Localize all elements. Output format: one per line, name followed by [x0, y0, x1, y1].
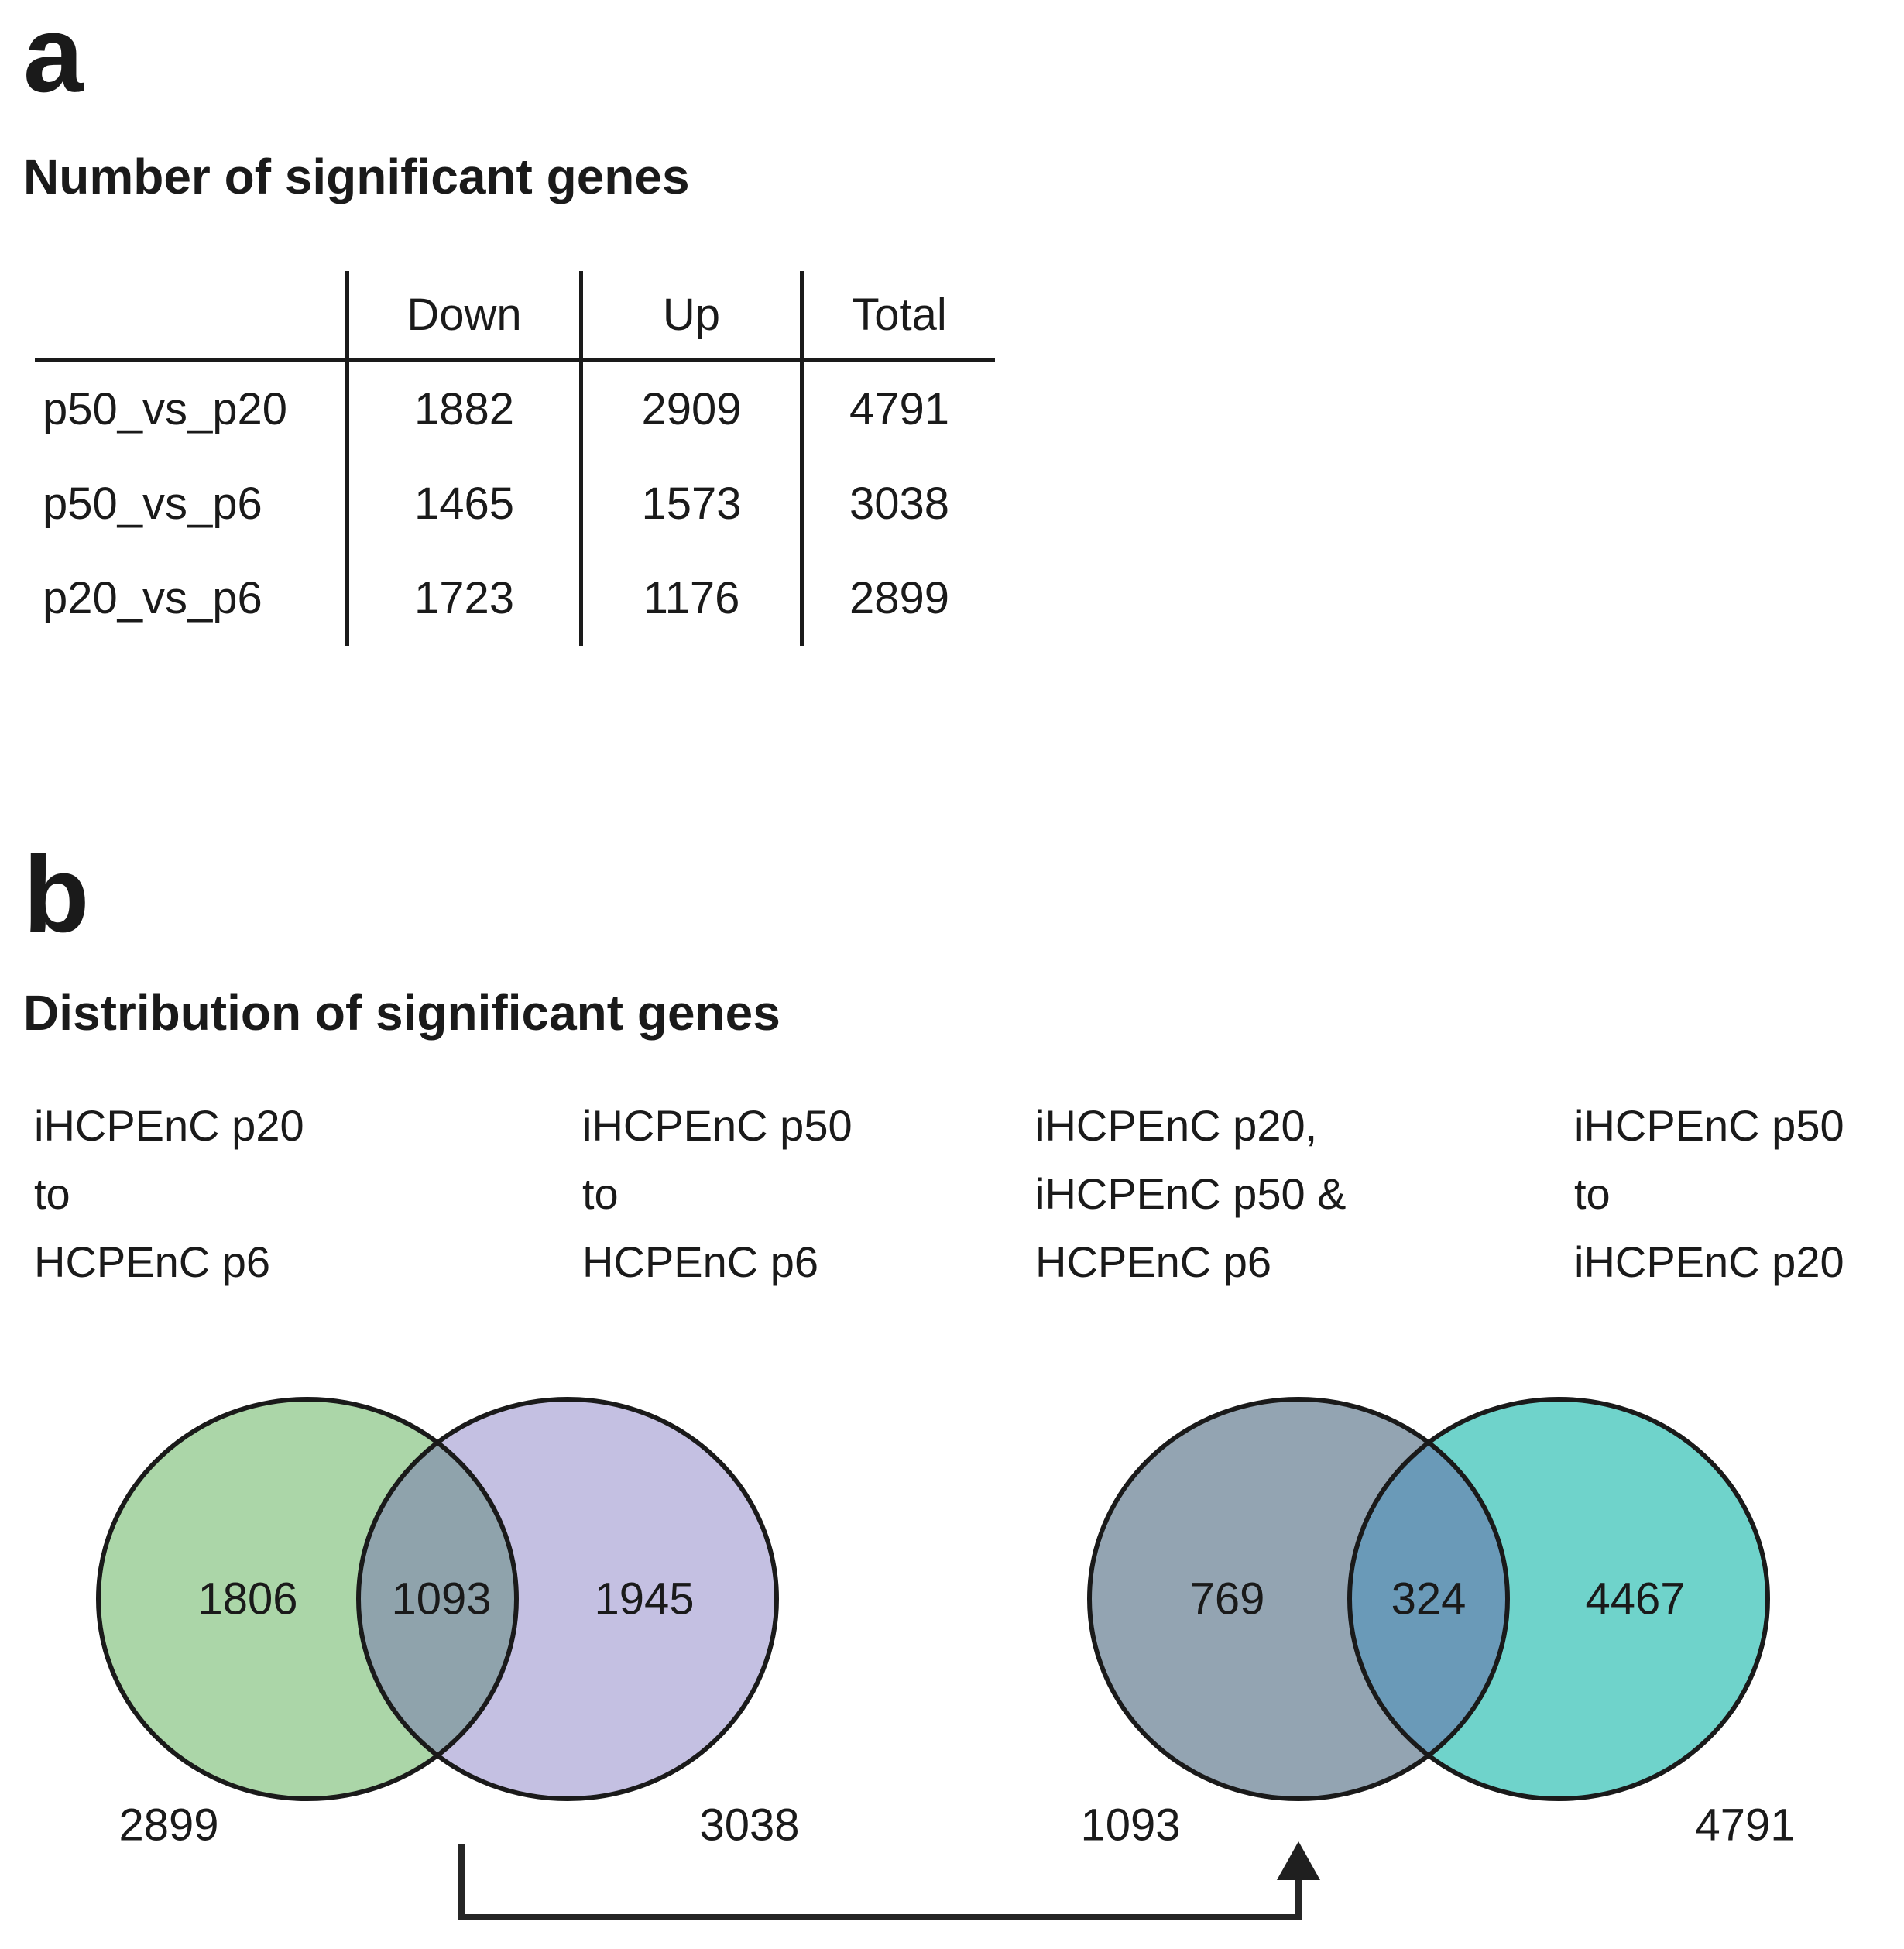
venn2-overlap-count: 324 [1391, 1573, 1467, 1625]
venn2-set-a-outline [1087, 1397, 1510, 1801]
table-cell-down: 1723 [345, 551, 579, 646]
table-cell-down: 1882 [345, 362, 579, 456]
venn-diagram-left [96, 1397, 779, 1801]
table-header-down: Down [345, 271, 579, 362]
table-corner-cell [35, 271, 345, 362]
table-cell-up: 1176 [579, 551, 800, 646]
venn-diagram-right [1087, 1397, 1770, 1801]
venn1-overlap-region [359, 1399, 516, 1799]
table-header-total: Total [800, 271, 995, 362]
venn2-group-a-label: iHCPEnC p20, iHCPEnC p50 & HCPEnC p6 [1035, 1101, 1347, 1286]
table-cell-up: 2909 [579, 362, 800, 456]
table-row-label: p50_vs_p6 [43, 478, 262, 529]
connector-vertical-left [458, 1844, 465, 1920]
venn1-b-only-count: 1945 [594, 1573, 695, 1625]
table-cell-up: 1573 [579, 456, 800, 551]
table-cell-total: 2899 [800, 551, 995, 646]
venn1-group-a-label: iHCPEnC p20 to HCPEnC p6 [34, 1101, 304, 1286]
venn1-a-only-count: 1806 [197, 1573, 298, 1625]
venn1-set-a-outline [96, 1397, 519, 1801]
significant-genes-table: Down Up Total p50_vs_p20 1882 2909 4791 … [35, 271, 995, 646]
panel-b-letter: b [23, 833, 90, 955]
venn2-group-b-label: iHCPEnC p50 to iHCPEnC p20 [1574, 1101, 1844, 1286]
venn1-b-total: 3038 [699, 1800, 800, 1851]
venn1-a-total: 2899 [118, 1800, 219, 1851]
connector-horizontal [458, 1914, 1302, 1920]
panel-a-letter: a [23, 0, 84, 115]
table-cell-total: 4791 [800, 362, 995, 456]
venn2-a-only-count: 769 [1189, 1573, 1265, 1625]
table-cell-total: 3038 [800, 456, 995, 551]
venn2-b-total: 4791 [1695, 1800, 1796, 1851]
venn2-b-only-count: 4467 [1585, 1573, 1686, 1625]
connector-vertical-right [1295, 1877, 1302, 1917]
panel-b-title: Distribution of significant genes [23, 985, 780, 1041]
venn2-a-total: 1093 [1080, 1800, 1181, 1851]
venn2-set-b-outline [1347, 1397, 1770, 1801]
venn1-group-b-label: iHCPEnC p50 to HCPEnC p6 [582, 1101, 853, 1286]
table-cell-down: 1465 [345, 456, 579, 551]
arrow-up-icon [1277, 1841, 1320, 1880]
venn2-overlap-region [1350, 1399, 1508, 1799]
table-row-label: p50_vs_p20 [43, 383, 288, 434]
panel-a-title: Number of significant genes [23, 149, 690, 204]
table-header-up: Up [579, 271, 800, 362]
table-row-label: p20_vs_p6 [43, 573, 262, 623]
venn1-overlap-count: 1093 [391, 1573, 492, 1625]
venn1-set-b-outline [356, 1397, 779, 1801]
